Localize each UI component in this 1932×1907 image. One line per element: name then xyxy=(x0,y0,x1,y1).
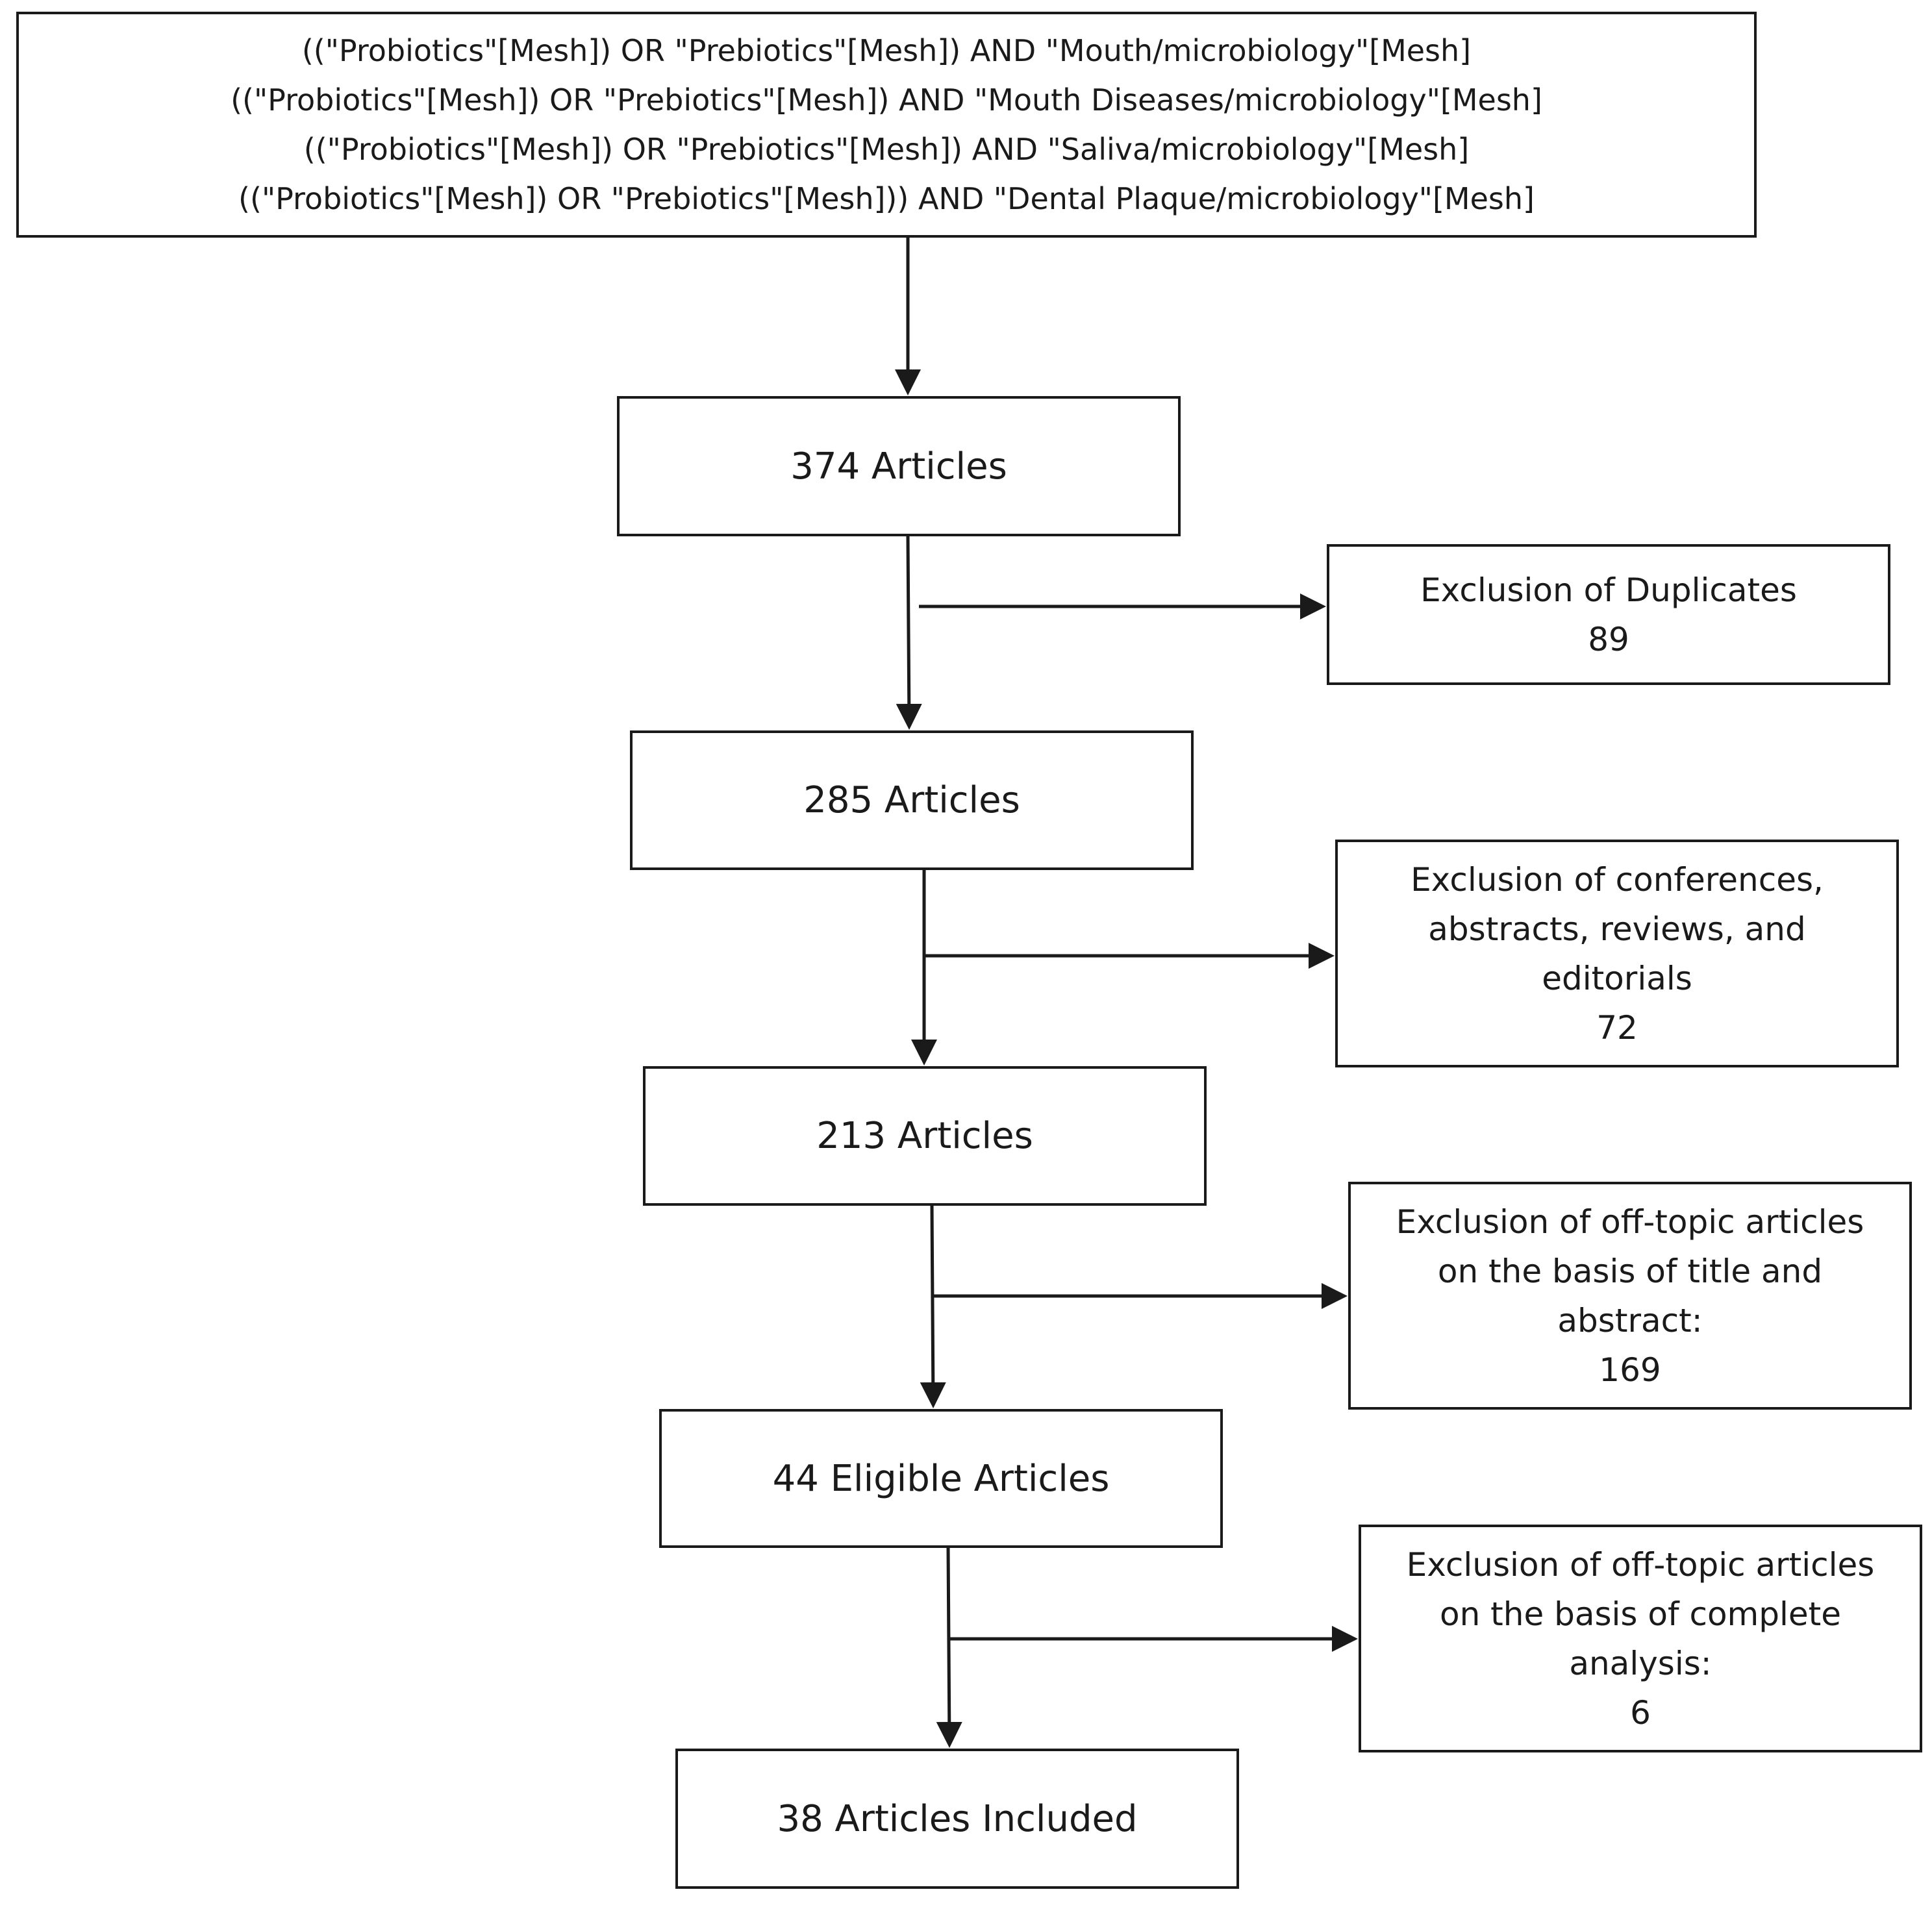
search-query-line: (("Probiotics"[Mesh]) OR "Prebiotics"[Me… xyxy=(301,33,1472,68)
search-query-line: (("Probiotics"[Mesh]) OR "Prebiotics"[Me… xyxy=(231,82,1542,118)
search-query-line: (("Probiotics"[Mesh]) OR "Prebiotics"[Me… xyxy=(238,181,1535,216)
exclusion-text: on the basis of title and xyxy=(1437,1252,1823,1290)
exclusion-count: 89 xyxy=(1588,620,1629,658)
arrow-213-to-44 xyxy=(920,1205,946,1408)
exclusion-text: analysis: xyxy=(1569,1644,1712,1682)
exclusion-count: 72 xyxy=(1596,1008,1638,1047)
step-label: 285 Articles xyxy=(803,779,1020,821)
step-38-articles-included-box: 38 Articles Included xyxy=(675,1749,1239,1889)
exclusion-text: abstract: xyxy=(1557,1301,1703,1340)
exclusion-text: abstracts, reviews, and xyxy=(1428,910,1806,948)
exclusion-offtopic-complete-box: Exclusion of off-topic articles on the b… xyxy=(1359,1525,1922,1752)
search-query-box: (("Probiotics"[Mesh]) OR "Prebiotics"[Me… xyxy=(16,12,1757,238)
exclusion-duplicates-box: Exclusion of Duplicates 89 xyxy=(1327,544,1890,685)
exclusion-text: on the basis of complete xyxy=(1439,1595,1842,1633)
arrow-44-to-38 xyxy=(936,1547,962,1748)
step-44-eligible-articles-box: 44 Eligible Articles xyxy=(659,1409,1223,1548)
exclusion-text: Exclusion of off-topic articles xyxy=(1396,1203,1864,1241)
step-285-articles-box: 285 Articles xyxy=(630,730,1194,870)
exclusion-count: 6 xyxy=(1630,1693,1651,1732)
step-213-articles-box: 213 Articles xyxy=(643,1066,1207,1206)
exclusion-conferences-box: Exclusion of conferences, abstracts, rev… xyxy=(1335,840,1899,1067)
step-label: 44 Eligible Articles xyxy=(772,1457,1110,1500)
step-374-articles-box: 374 Articles xyxy=(617,396,1181,536)
exclusion-text: editorials xyxy=(1542,959,1692,997)
step-label: 38 Articles Included xyxy=(777,1797,1138,1840)
exclusion-text: Exclusion of off-topic articles xyxy=(1406,1545,1875,1584)
exclusion-text: Exclusion of Duplicates xyxy=(1420,571,1797,609)
exclusion-offtopic-title-box: Exclusion of off-topic articles on the b… xyxy=(1348,1182,1912,1410)
step-label: 374 Articles xyxy=(790,445,1007,488)
arrow-374-to-285 xyxy=(896,536,922,730)
exclusion-count: 169 xyxy=(1599,1351,1661,1389)
search-query-line: (("Probiotics"[Mesh]) OR "Prebiotics"[Me… xyxy=(303,132,1470,167)
step-label: 213 Articles xyxy=(816,1115,1033,1157)
exclusion-text: Exclusion of conferences, xyxy=(1411,860,1824,899)
